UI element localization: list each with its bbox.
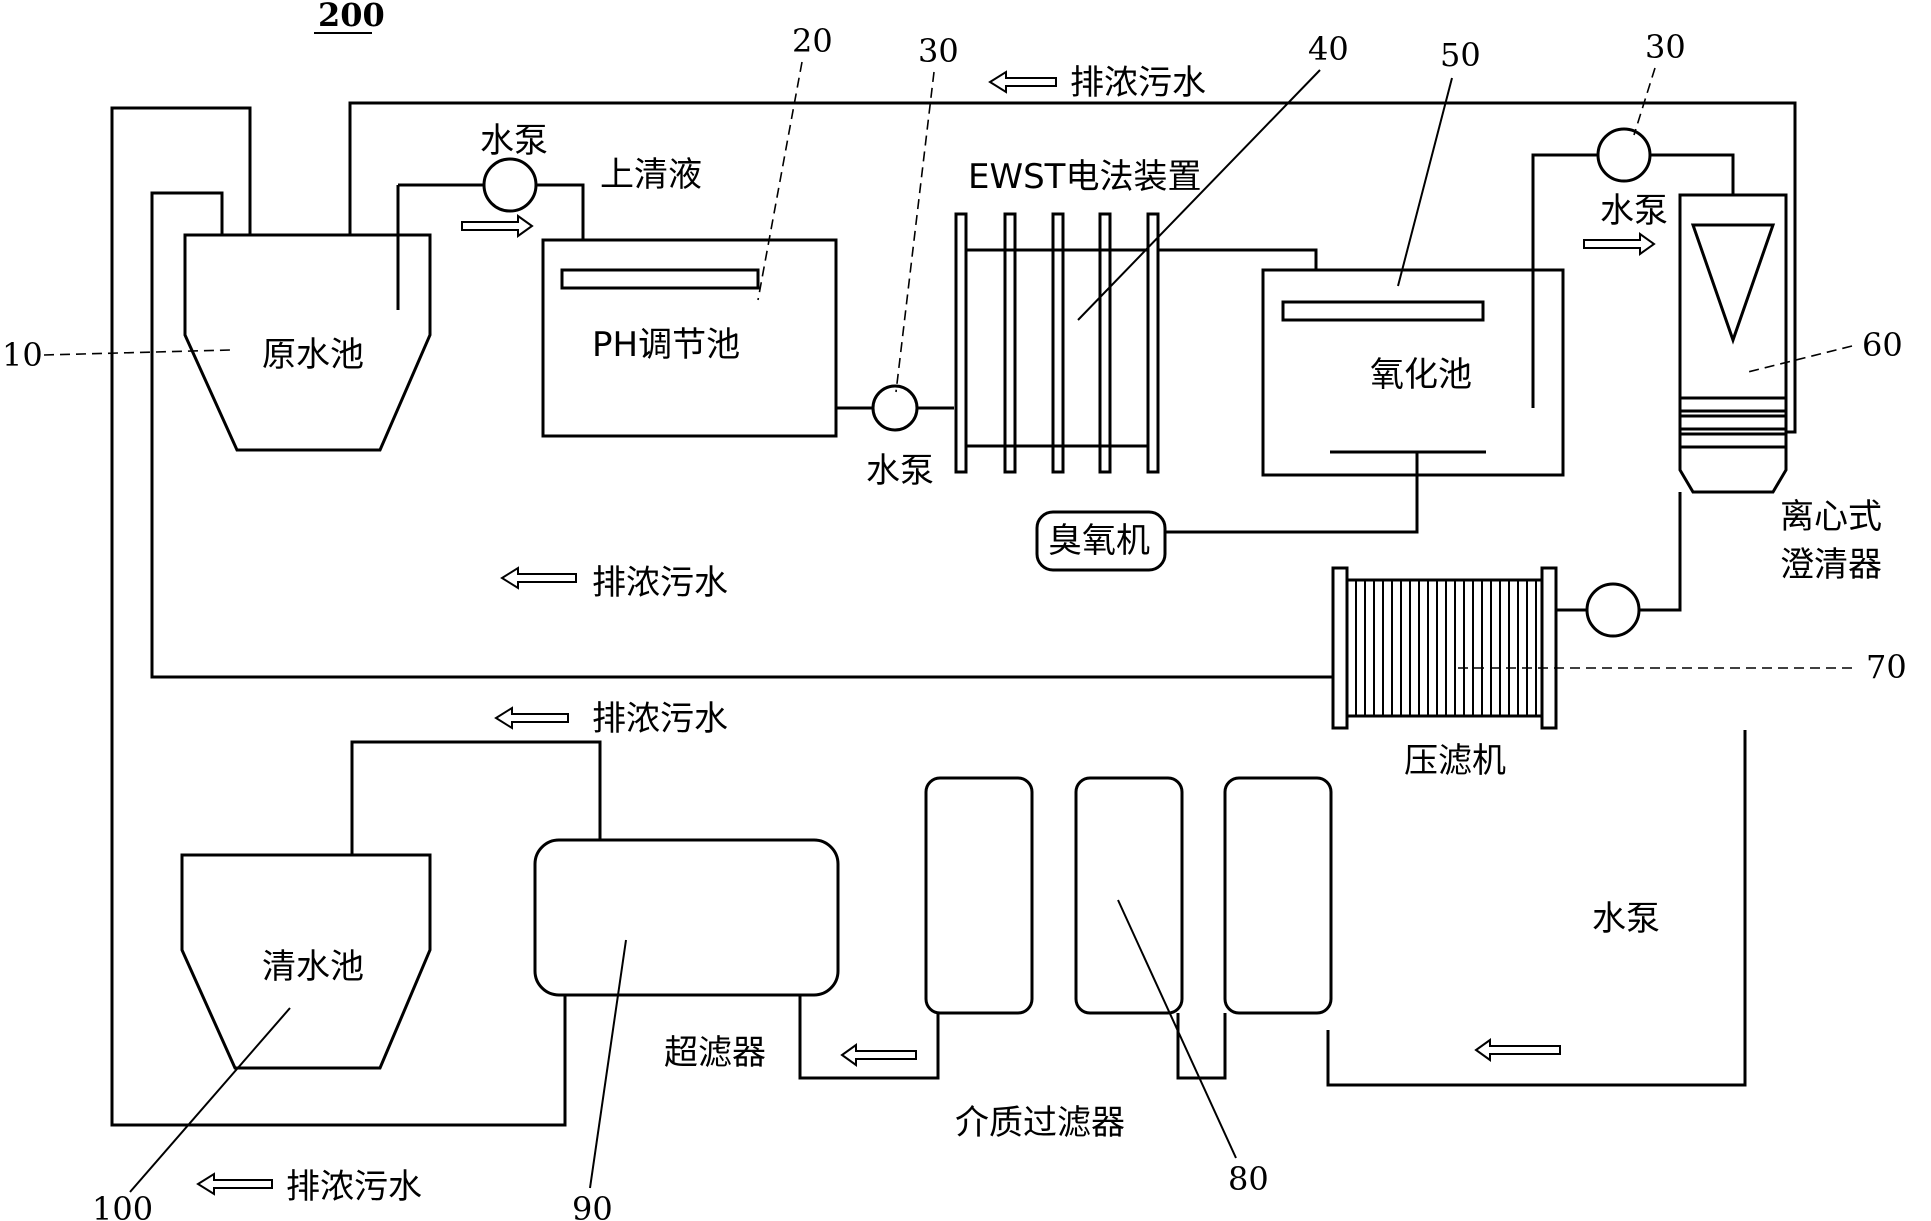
flow-arrow-3 [1583,232,1656,256]
supernatant-label: 上清液 [600,155,702,195]
clarifier-cone [1690,223,1776,345]
ozone-pipe [1165,452,1419,534]
ultrafilter-label: 超滤器 [664,1033,766,1073]
ewst-ref: 40 [1308,30,1349,68]
pump-3 [1596,127,1652,183]
discharge-label-top: 排浓污水 [1070,63,1206,103]
pump-4 [1585,582,1641,638]
ultrafilter [533,838,840,997]
clarifier-plate-1 [1678,396,1788,413]
clean-water-tank [180,853,432,1070]
oxidation-leader [1397,77,1453,287]
clarifier-label-1: 离心式 [1780,497,1882,537]
clarifier-to-pump4-pipe [1638,492,1682,612]
pump-1-label: 水泵 [480,121,548,161]
clean-tank-label: 清水池 [262,947,364,987]
clean-tank-leader [129,1007,291,1193]
discharge-arrow-low [494,706,569,730]
ultrafilter-ref: 90 [572,1190,613,1221]
pump-ref-2: 30 [1645,28,1686,66]
ph-tank-label: PH调节池 [592,325,740,365]
pump-1 [482,157,538,213]
clarifier-plate-3 [1678,432,1788,449]
pump-3-label: 水泵 [1600,191,1668,231]
outer-return-pipe [1326,730,1747,1087]
pump-5-label: 水泵 [1592,899,1660,939]
media-filter-3 [1223,776,1333,1015]
figure-ref: 200 [318,0,385,34]
pump-ref-1: 30 [918,32,959,70]
press-return-pipe [150,191,1333,679]
clarifier-ref: 60 [1862,326,1903,364]
media-filter-label: 介质过滤器 [955,1103,1125,1143]
pump-ref-2-leader [1633,67,1656,136]
media-filter-leader [1117,899,1237,1159]
oxidation-distributor [1281,300,1485,322]
pump-2 [871,384,919,432]
oxidation-label: 氧化池 [1370,355,1472,395]
oxidation-to-pump3-pipe [1531,153,1597,408]
ewst-leader [1077,69,1321,321]
clarifier-plate-2 [1678,414,1788,431]
flow-arrow-5 [1474,1038,1561,1062]
pump3-to-clarifier-pipe [1650,153,1735,208]
discharge-label-mid: 排浓污水 [592,563,728,603]
clarifier-leader [1747,345,1853,373]
filter-press [1331,566,1558,730]
filter-press-label: 压滤机 [1404,741,1506,781]
oxidation-ref: 50 [1440,36,1481,74]
raw-water-tank [183,233,432,452]
pump-2-label: 水泵 [866,451,934,491]
flow-arrow-6 [840,1043,917,1067]
clean-tank-ref: 100 [92,1190,153,1221]
clarifier-label-2: 澄清器 [1780,545,1882,585]
media-filter-link-pipe [1176,1013,1227,1080]
discharge-arrow-top [988,70,1057,94]
clean-tank-inlet-pipe [350,740,602,900]
ozone-label: 臭氧机 [1048,521,1150,561]
ozone-generator [1035,510,1167,572]
raw-tank-ref: 10 [2,336,43,374]
filter-press-ref: 70 [1866,648,1907,686]
media-filter-1 [924,776,1034,1015]
ewst-device [954,212,1160,474]
media-filter-ref: 80 [1228,1160,1269,1198]
ph-tank-distributor [560,268,760,290]
ewst-label: EWST电法装置 [968,157,1201,197]
ultrafilter-leader [589,939,627,1189]
raw-tank-label: 原水池 [262,335,364,375]
discharge-arrow-bottom [196,1172,273,1196]
flow-arrow-1 [461,214,534,238]
far-left-discharge-pipe [110,106,567,1127]
discharge-label-bottom: 排浓污水 [286,1167,422,1207]
discharge-label-low: 排浓污水 [592,699,728,739]
pump-ref-1-leader [895,71,935,393]
media-filter-2 [1074,776,1184,1015]
ph-tank-leader [757,61,803,301]
ph-tank-ref: 20 [792,22,833,60]
media-to-uf-pipe [798,995,940,1080]
discharge-arrow-mid [500,566,577,590]
